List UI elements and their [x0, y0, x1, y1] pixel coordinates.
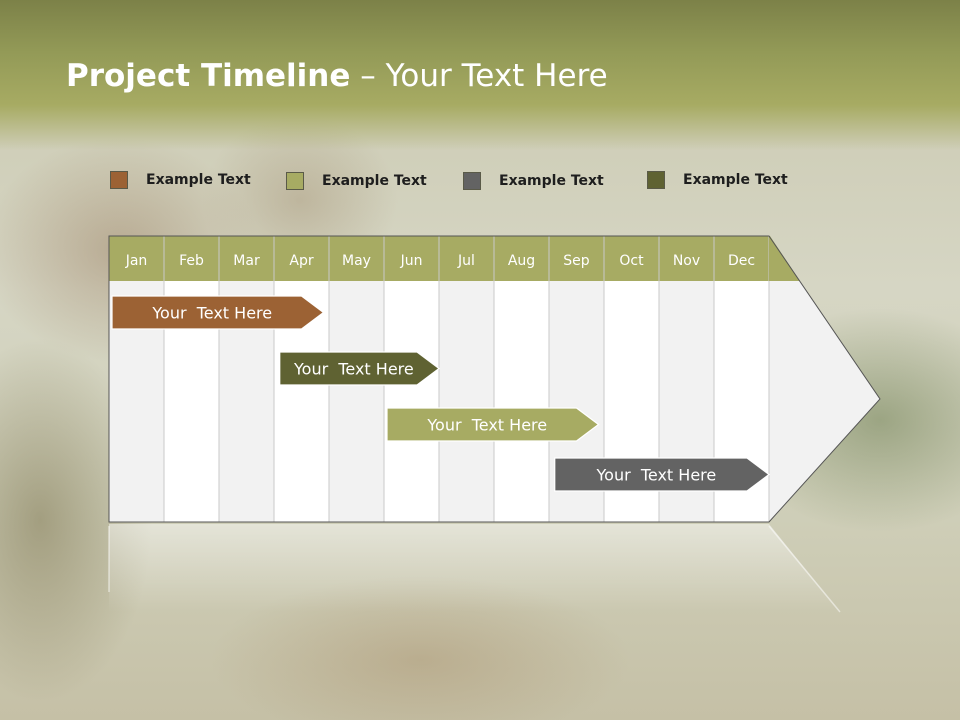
legend-label: Example Text: [322, 173, 427, 189]
month-label: Mar: [233, 253, 260, 269]
month-label: Dec: [728, 253, 755, 269]
month-label: Aug: [508, 253, 535, 269]
task-bar: [554, 457, 770, 492]
month-label: Apr: [289, 253, 313, 269]
legend-label: Example Text: [683, 172, 788, 188]
page-title: Project Timeline – Your Text Here: [66, 58, 608, 94]
legend-item-4: Example Text: [647, 171, 788, 189]
legend-item-3: Example Text: [463, 172, 604, 190]
month-label: Jul: [457, 253, 475, 269]
legend-swatch: [463, 172, 481, 190]
legend-swatch: [647, 171, 665, 189]
legend-label: Example Text: [146, 172, 251, 188]
task-label: Your Text Here: [151, 304, 272, 323]
month-header-cell: [604, 236, 659, 281]
title-rest: – Your Text Here: [350, 58, 608, 94]
legend-swatch: [110, 171, 128, 189]
legend-item-1: Example Text: [110, 171, 251, 189]
month-header-cell: [494, 236, 549, 281]
month-header-cell: [274, 236, 329, 281]
task-bar: [386, 407, 600, 442]
month-label: Jan: [125, 253, 148, 269]
header-band: [0, 0, 960, 150]
month-header-cell: [659, 236, 714, 281]
month-header-cell: [329, 236, 384, 281]
month-header-cell: [714, 236, 769, 281]
timeline-reflection: [108, 524, 841, 613]
month-column: [494, 281, 549, 522]
timeline-arrow-outline: [108, 235, 881, 523]
reflection-edge: [768, 525, 841, 613]
month-header-cell: [109, 236, 164, 281]
reflection-shape: [109, 524, 840, 612]
month-labels: Jan Feb Mar Apr May Jun Jul Aug Sep Oct Nov Dec: [125, 253, 755, 269]
task-label: Your Text Here: [293, 360, 414, 379]
month-columns: [109, 236, 770, 522]
month-header-cell: [549, 236, 604, 281]
legend-item-2: Example Text: [286, 172, 427, 190]
month-label: Jun: [400, 253, 423, 269]
month-header-cell: [219, 236, 274, 281]
month-label: May: [342, 253, 371, 269]
title-bold: Project Timeline: [66, 58, 351, 94]
month-label: Oct: [619, 253, 644, 269]
task-bar: [279, 351, 440, 386]
month-column: [384, 281, 439, 522]
month-column: [439, 281, 494, 522]
month-label: Nov: [673, 253, 700, 269]
month-column: [329, 281, 384, 522]
legend-label: Example Text: [499, 173, 604, 189]
month-label: Feb: [179, 253, 204, 269]
month-label: Sep: [563, 253, 590, 269]
task-bar: [111, 295, 325, 330]
month-header-cell: [164, 236, 219, 281]
legend-swatch: [286, 172, 304, 190]
task-label: Your Text Here: [426, 416, 547, 435]
task-label: Your Text Here: [596, 466, 717, 485]
month-header-cell: [439, 236, 494, 281]
month-header-cell: [384, 236, 439, 281]
